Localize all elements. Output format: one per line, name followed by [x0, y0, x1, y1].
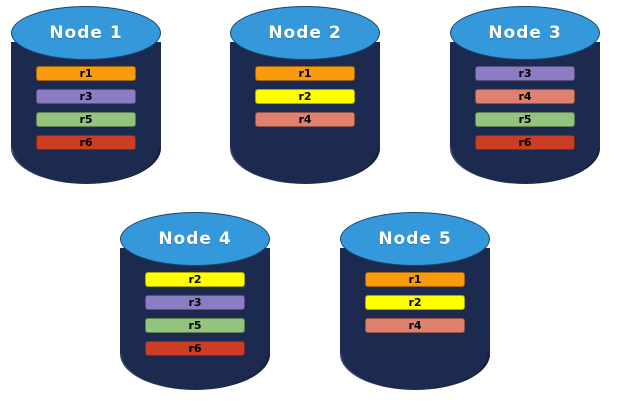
cylinder-top-ellipse [340, 212, 490, 266]
replica-bar[interactable]: r3 [475, 66, 575, 81]
replica-list: r1 r3 r5 r6 [36, 66, 136, 150]
replica-bar[interactable]: r6 [145, 341, 245, 356]
replica-bar[interactable]: r1 [36, 66, 136, 81]
replica-label: r4 [518, 90, 532, 103]
node-title: Node 3 [488, 23, 562, 43]
replica-list: r2 r3 r5 r6 [145, 272, 245, 356]
replica-list: r1 r2 r4 [255, 66, 355, 127]
replica-label: r6 [79, 136, 93, 149]
node-title: Node 2 [268, 23, 342, 43]
replica-bar[interactable]: r4 [475, 89, 575, 104]
replica-bar[interactable]: r3 [145, 295, 245, 310]
cylinder-top-ellipse [230, 6, 380, 60]
replica-label: r2 [188, 273, 202, 286]
cylinder-top-ellipse [11, 6, 161, 60]
replica-label: r6 [188, 342, 202, 355]
replica-bar[interactable]: r2 [145, 272, 245, 287]
database-node-1[interactable]: Node 1 r1 r3 r5 r6 [11, 6, 161, 184]
replica-bar[interactable]: r6 [36, 135, 136, 150]
node-title: Node 4 [158, 229, 232, 249]
replica-label: r1 [298, 67, 312, 80]
replica-bar[interactable]: r6 [475, 135, 575, 150]
replica-label: r4 [408, 319, 422, 332]
replica-bar[interactable]: r5 [36, 112, 136, 127]
database-node-3[interactable]: Node 3 r3 r4 r5 r6 [450, 6, 600, 184]
replica-label: r6 [518, 136, 532, 149]
replica-label: r5 [518, 113, 532, 126]
replica-label: r5 [188, 319, 202, 332]
replica-bar[interactable]: r4 [365, 318, 465, 333]
replica-list: r3 r4 r5 r6 [475, 66, 575, 150]
replica-bar[interactable]: r5 [145, 318, 245, 333]
replica-label: r1 [408, 273, 422, 286]
database-node-5[interactable]: Node 5 r1 r2 r4 [340, 212, 490, 390]
replica-bar[interactable]: r2 [255, 89, 355, 104]
replica-label: r2 [298, 90, 312, 103]
node-title: Node 1 [49, 23, 123, 43]
replica-bar[interactable]: r4 [255, 112, 355, 127]
replica-label: r3 [79, 90, 93, 103]
replica-bar[interactable]: r3 [36, 89, 136, 104]
replica-list: r1 r2 r4 [365, 272, 465, 333]
replica-bar[interactable]: r5 [475, 112, 575, 127]
replica-label: r3 [518, 67, 532, 80]
replica-label: r4 [298, 113, 312, 126]
replica-label: r3 [188, 296, 202, 309]
node-title: Node 5 [378, 229, 452, 249]
replica-label: r1 [79, 67, 93, 80]
cylinder-top-ellipse [450, 6, 600, 60]
replica-label: r2 [408, 296, 422, 309]
database-node-2[interactable]: Node 2 r1 r2 r4 [230, 6, 380, 184]
replica-bar[interactable]: r2 [365, 295, 465, 310]
database-node-4[interactable]: Node 4 r2 r3 r5 r6 [120, 212, 270, 390]
replica-bar[interactable]: r1 [255, 66, 355, 81]
replica-bar[interactable]: r1 [365, 272, 465, 287]
cylinder-top-ellipse [120, 212, 270, 266]
replica-label: r5 [79, 113, 93, 126]
